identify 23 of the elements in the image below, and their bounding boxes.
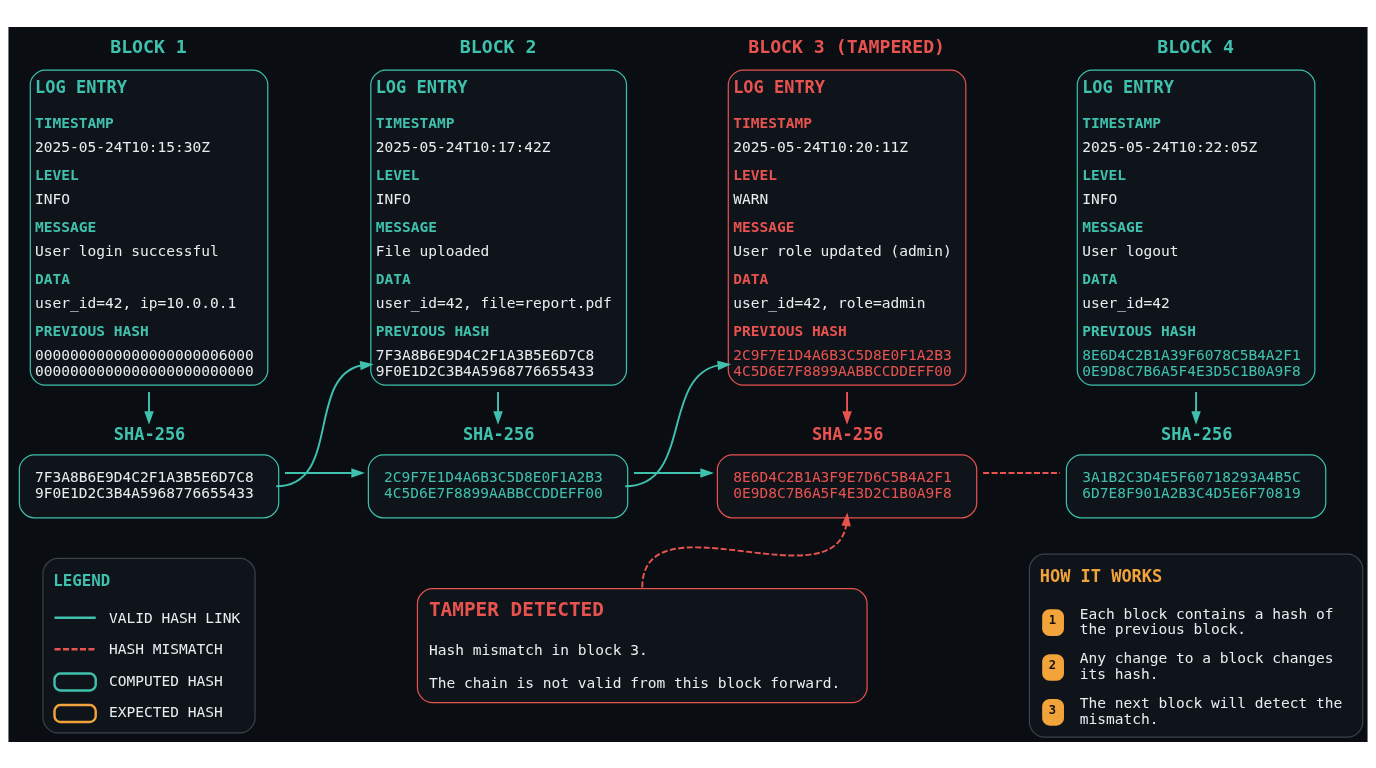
- arrow: [144, 390, 154, 425]
- node-label: SHA-256: [811, 423, 884, 444]
- arrow: [493, 390, 503, 425]
- node-label: BLOCK 4: [1157, 35, 1234, 57]
- node-label: BLOCK 1: [110, 35, 187, 57]
- arrow: [842, 390, 852, 425]
- arrow: [1191, 390, 1201, 425]
- label: LEGEND: [53, 570, 111, 590]
- node-label: SHA-256: [462, 423, 535, 444]
- connector: [982, 471, 1061, 474]
- arrow: [641, 511, 851, 588]
- arrow: [624, 360, 732, 487]
- node-label: SHA-256: [113, 423, 186, 444]
- node-label: BLOCK 2: [459, 35, 537, 57]
- legend-label: EXPECTED HASH: [109, 703, 223, 720]
- node-label: BLOCK 3 (TAMPERED): [748, 35, 946, 57]
- legend-label: COMPUTED HASH: [109, 672, 223, 689]
- arrow: [633, 467, 714, 478]
- arrow: [275, 360, 374, 487]
- node-label: SHA-256: [1160, 423, 1233, 444]
- legend-label: VALID HASH LINK: [109, 609, 241, 626]
- arrow: [284, 467, 365, 478]
- legend-label: HASH MISMATCH: [109, 640, 223, 657]
